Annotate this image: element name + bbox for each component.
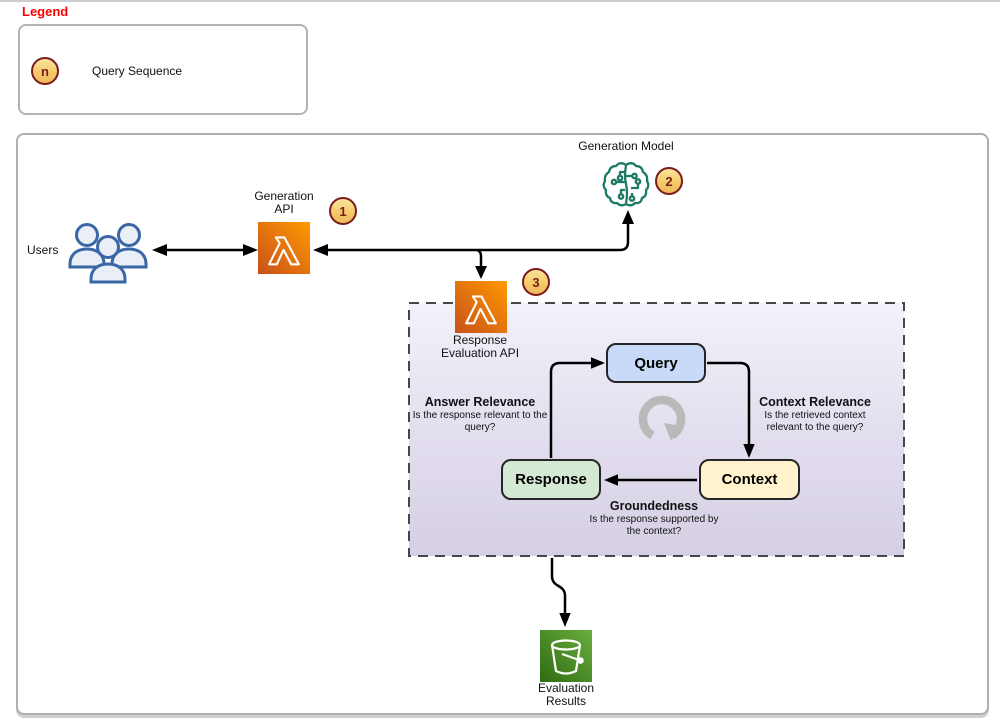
generation-api-lambda-icon xyxy=(258,222,310,274)
legend-box: n Query Sequence xyxy=(18,24,308,115)
evaluation-results-label: Evaluation Results xyxy=(537,681,595,709)
sequence-badge-1: 1 xyxy=(329,197,357,225)
generation-model-brain-icon xyxy=(602,162,650,207)
context-relevance-annotation: Context Relevance Is the retrieved conte… xyxy=(750,395,880,434)
sequence-badge-3: 3 xyxy=(522,268,550,296)
groundedness-title: Groundedness xyxy=(609,499,699,513)
users-icon xyxy=(68,223,148,284)
answer-relevance-title: Answer Relevance xyxy=(424,395,536,409)
context-relevance-title: Context Relevance xyxy=(759,395,871,409)
generation-api-label: Generation API xyxy=(254,189,314,217)
legend-title: Legend xyxy=(22,4,69,19)
evaluation-results-bucket-icon xyxy=(540,630,592,682)
users-label: Users xyxy=(27,243,59,257)
groundedness-annotation: Groundedness Is the response supported b… xyxy=(584,499,724,538)
top-divider xyxy=(0,0,1000,2)
loop-cycle-icon xyxy=(638,395,686,441)
response-box: Response xyxy=(501,459,601,500)
query-box: Query xyxy=(606,343,706,383)
sequence-badge-2: 2 xyxy=(655,167,683,195)
legend-sequence-badge: n xyxy=(31,57,59,85)
answer-relevance-description: Is the response relevant to the query? xyxy=(412,410,548,434)
context-relevance-description: Is the retrieved context relevant to the… xyxy=(764,410,866,434)
generation-model-label: Generation Model xyxy=(578,139,674,153)
answer-relevance-annotation: Answer Relevance Is the response relevan… xyxy=(405,395,555,434)
response-evaluation-api-label: Response Evaluation API xyxy=(440,333,520,361)
context-box: Context xyxy=(699,459,800,500)
response-evaluation-api-lambda-icon xyxy=(455,281,507,333)
groundedness-description: Is the response supported by the context… xyxy=(589,514,719,538)
legend-item-label: Query Sequence xyxy=(92,64,183,78)
